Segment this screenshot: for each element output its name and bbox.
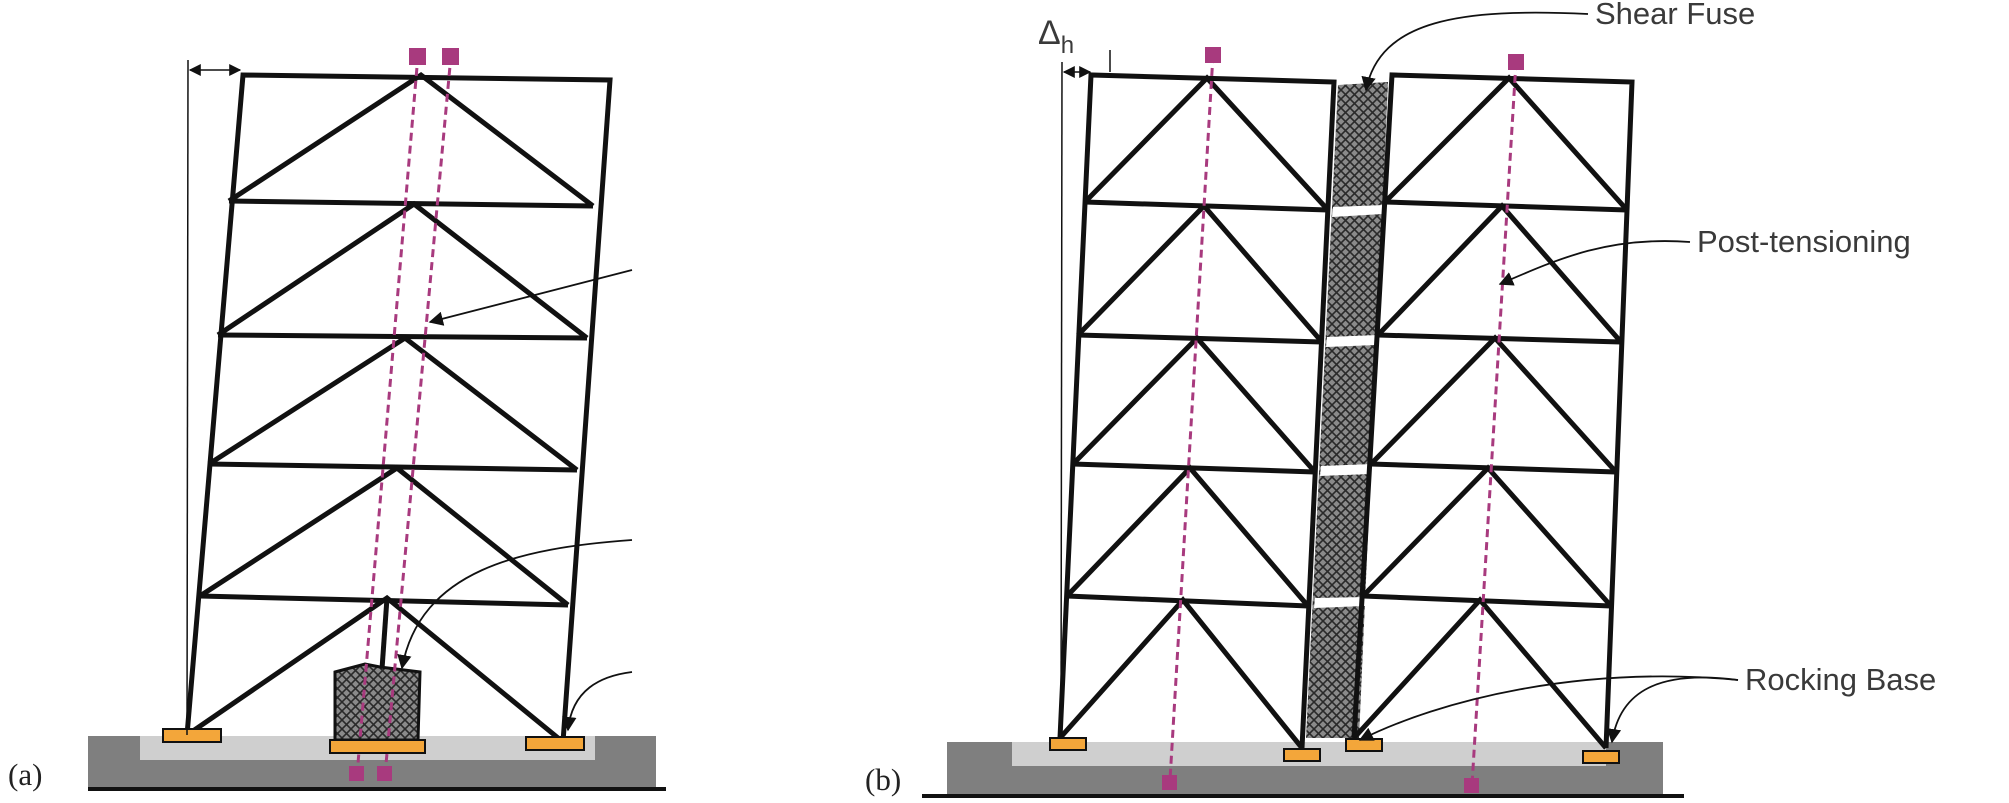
drift-label: Δh xyxy=(1038,14,1074,59)
tendon-a-left xyxy=(355,54,420,776)
anchor-b-right-top xyxy=(1508,54,1524,70)
frame-b-right-outline xyxy=(1351,72,1635,749)
shear-fuse-strip xyxy=(1306,82,1388,738)
panel-label-b: (b) xyxy=(865,762,901,797)
anchor-a-top-left xyxy=(409,48,426,65)
panel-label-a: (a) xyxy=(8,757,42,792)
leader-a-fuse xyxy=(397,539,633,670)
panel-b: Δh Shear Fuse Post-tensioning Rocking Ba… xyxy=(865,0,1936,798)
bearings-a xyxy=(162,728,585,754)
brace-b-left-4 xyxy=(1076,202,1324,344)
brace-b-left-5 xyxy=(1083,74,1330,212)
drift-symbol: Δ xyxy=(1038,14,1061,52)
brace-b-right-3 xyxy=(1369,334,1618,474)
bearing-a-center xyxy=(329,739,426,754)
brace-b-right-2 xyxy=(1361,464,1613,608)
shear-fuse-label: Shear Fuse xyxy=(1595,0,1755,31)
anchor-a-bottom-right xyxy=(377,766,392,781)
tendons-a xyxy=(355,54,453,776)
tendons-b xyxy=(1168,54,1518,786)
bearing-a-right xyxy=(525,736,585,751)
floor-b-left-2 xyxy=(1072,461,1316,475)
brace-b-left-2 xyxy=(1065,464,1310,608)
floor-b-left-1 xyxy=(1066,593,1309,609)
fuse-gap-4 xyxy=(1314,597,1366,608)
brace-b-right-1 xyxy=(1352,596,1608,750)
braced-frame-b-right xyxy=(1351,72,1635,750)
brace-b-right-4 xyxy=(1376,202,1623,344)
leader-post-tensioning xyxy=(1498,240,1691,286)
floor-b-right-2 xyxy=(1370,461,1617,475)
brace-a-5 xyxy=(227,71,595,208)
leader-a-base xyxy=(562,671,633,732)
anchor-a-top-right xyxy=(442,48,459,65)
post-tensioning-label: Post-tensioning xyxy=(1697,224,1911,259)
anchor-b-left-top xyxy=(1205,47,1221,63)
anchor-b-right-bottom xyxy=(1464,778,1479,793)
drift-dimension-b xyxy=(1060,50,1111,736)
anchor-b-left-bottom xyxy=(1162,775,1177,790)
drift-subscript: h xyxy=(1061,32,1074,59)
bearing-b-1 xyxy=(1049,737,1087,751)
leader-rocking-base-right xyxy=(1606,676,1739,744)
leader-rocking-base-left xyxy=(1358,675,1739,741)
bearing-a-left xyxy=(162,728,222,743)
leader-a-tendon xyxy=(428,269,633,326)
floor-a-3 xyxy=(217,332,588,341)
tendon-a-right xyxy=(383,54,453,776)
brace-a-2 xyxy=(198,464,570,607)
bearings-b xyxy=(1049,737,1620,764)
frame-b-left-outline xyxy=(1057,72,1337,749)
braced-frame-b-left xyxy=(1057,72,1337,750)
leaders-a xyxy=(397,269,633,732)
floor-a-2 xyxy=(208,461,578,473)
drift-extension-a xyxy=(186,59,189,736)
panel-a: (a) xyxy=(8,48,666,792)
rocking-base-label: Rocking Base xyxy=(1745,662,1936,697)
brace-b-left-3 xyxy=(1071,334,1317,474)
brace-a-4 xyxy=(216,200,589,340)
tendon-b-right xyxy=(1470,61,1518,786)
brace-a-3 xyxy=(207,334,579,472)
tendon-b-left xyxy=(1168,54,1215,781)
brace-b-left-1 xyxy=(1058,596,1304,750)
leader-shear-fuse xyxy=(1361,11,1589,92)
central-fuse-a xyxy=(333,662,422,742)
anchor-a-bottom-left xyxy=(349,766,364,781)
fuse-gap-1 xyxy=(1332,205,1384,217)
bearing-b-3 xyxy=(1345,738,1383,752)
drift-dimension-a xyxy=(186,59,242,736)
bearing-b-4 xyxy=(1582,750,1620,764)
fuse-gap-3 xyxy=(1320,464,1372,476)
drift-extension-b xyxy=(1060,61,1063,736)
bearing-b-2 xyxy=(1283,748,1321,762)
floor-b-right-1 xyxy=(1362,593,1612,609)
fuse-gaps xyxy=(1314,205,1384,608)
leaders-b xyxy=(1358,11,1739,744)
fuse-gap-2 xyxy=(1326,335,1378,347)
brace-b-right-5 xyxy=(1383,74,1629,212)
